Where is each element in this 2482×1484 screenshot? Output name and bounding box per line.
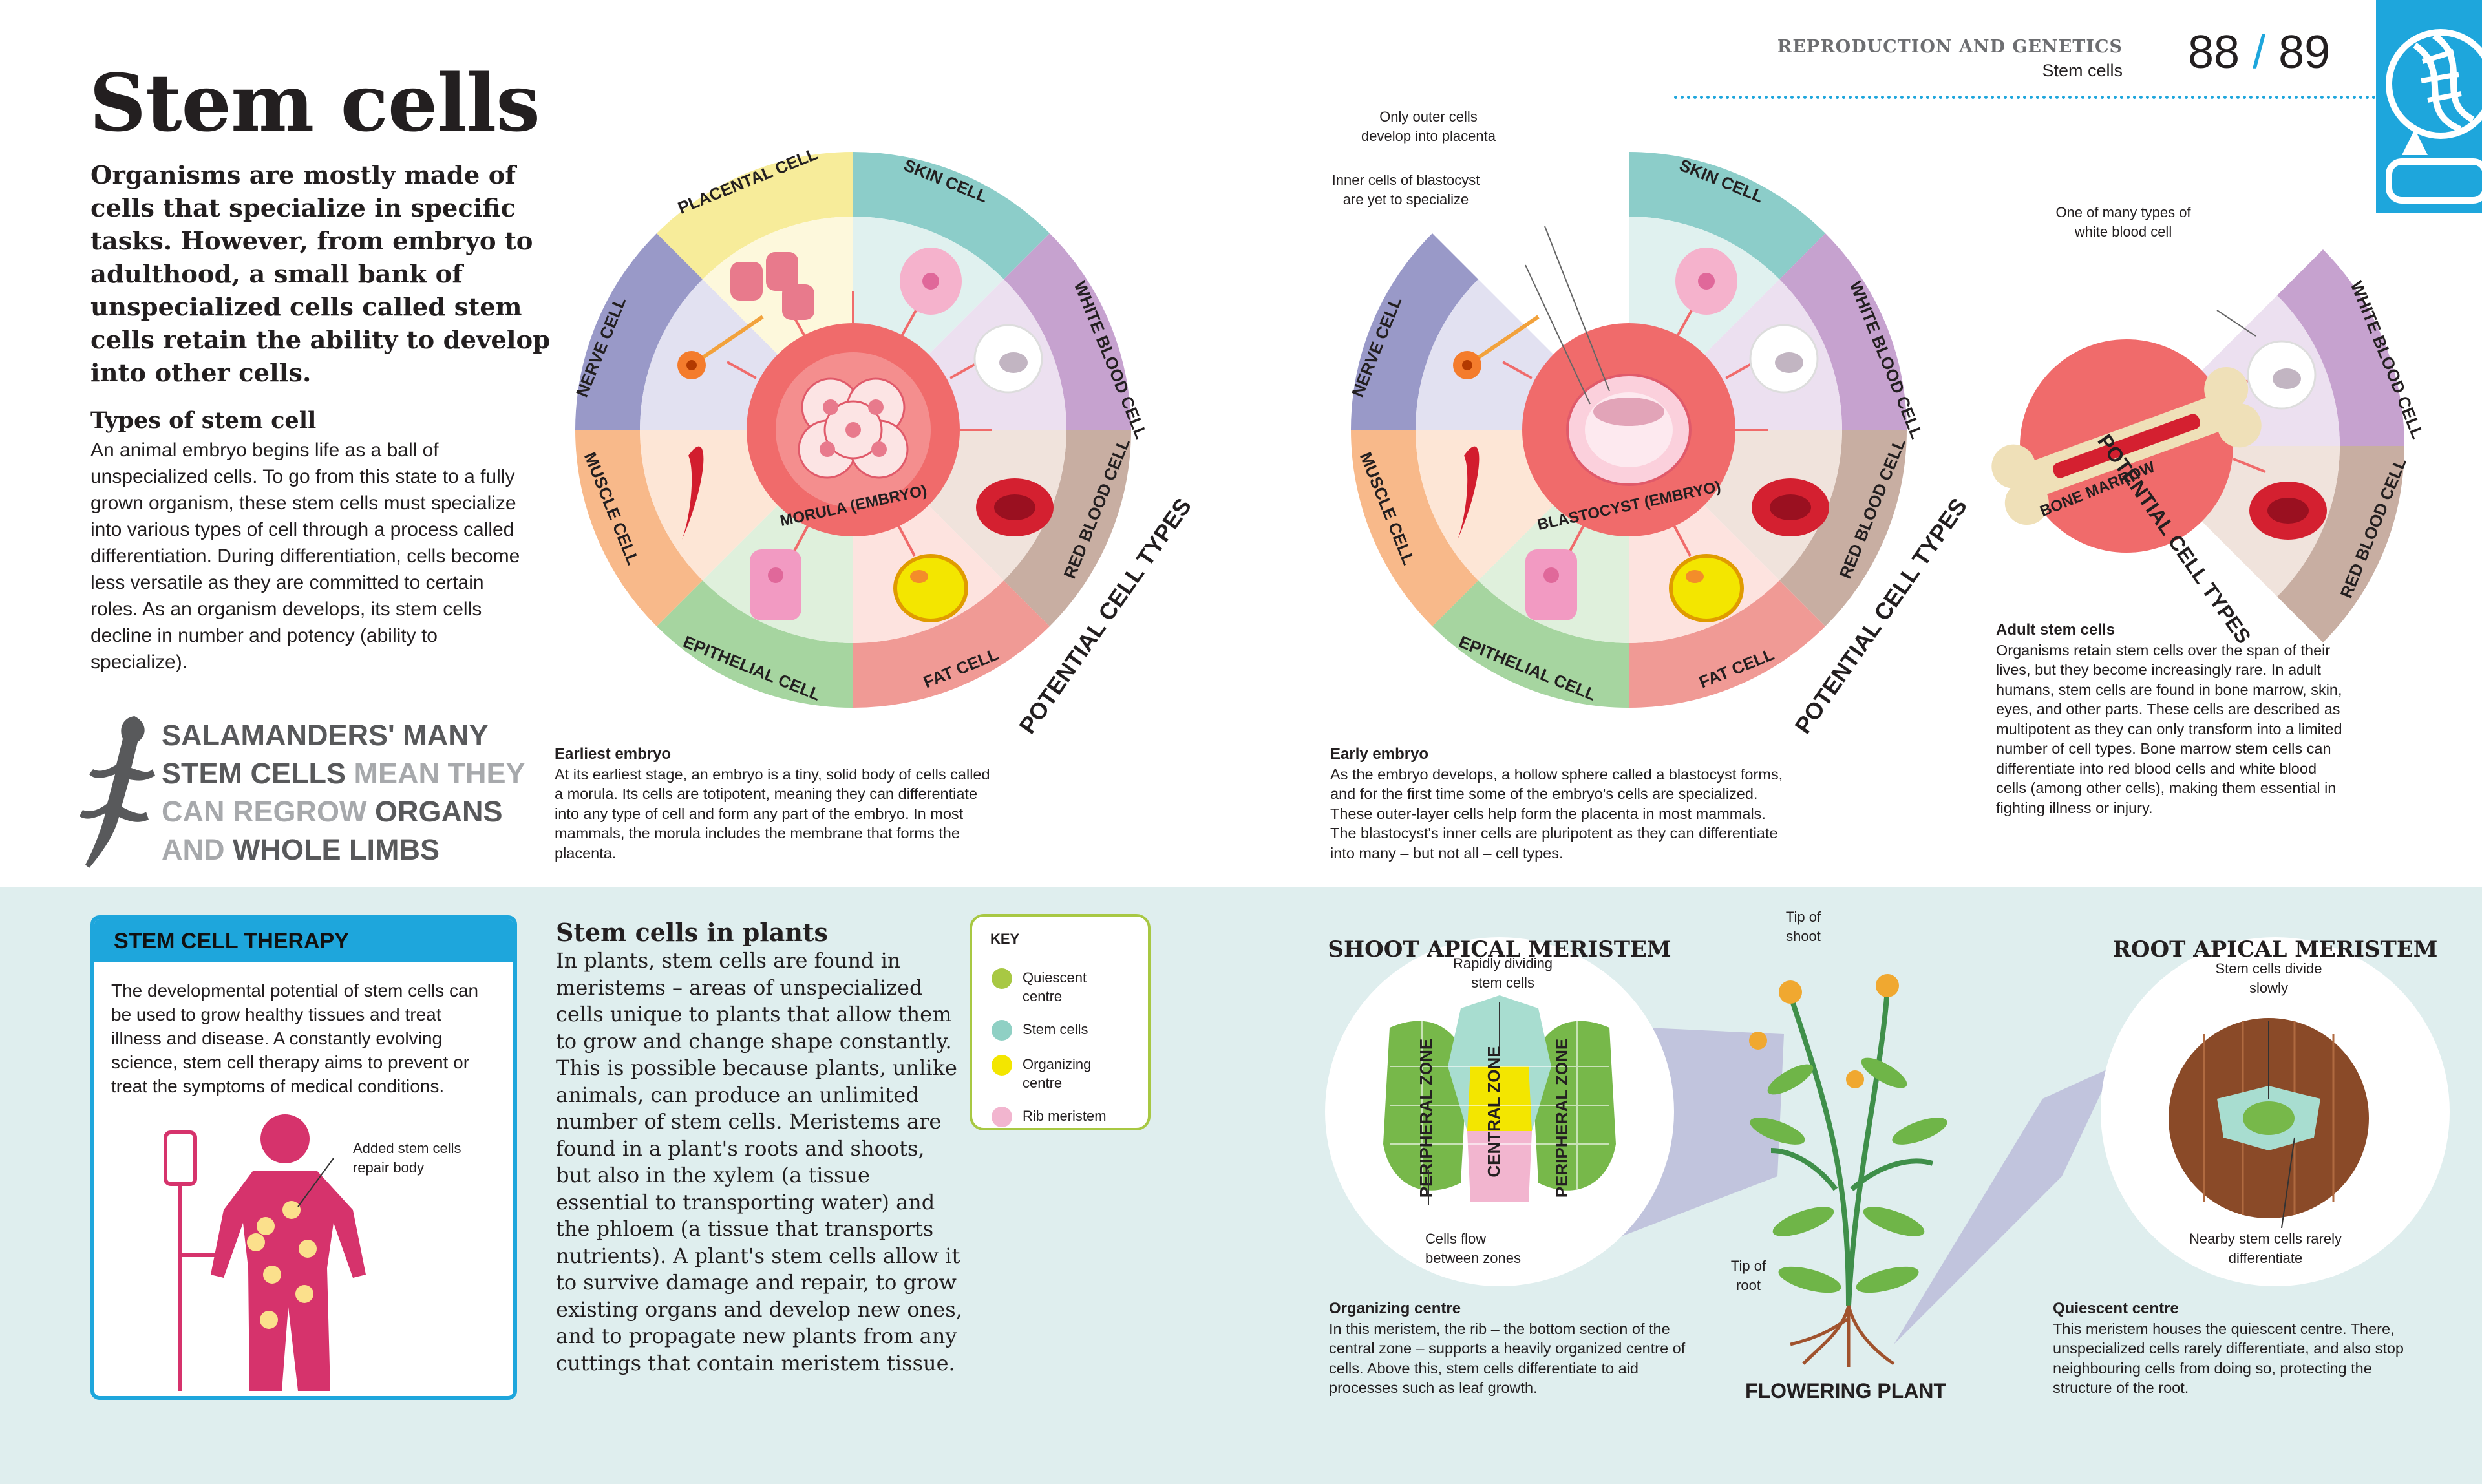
intro-paragraph: Organisms are mostly made of cells that … xyxy=(90,161,551,388)
swatch-organizing xyxy=(992,1055,1012,1076)
key-heading: KEY xyxy=(990,931,1020,947)
w1-muscle-rim xyxy=(575,430,703,626)
bone-icon xyxy=(1991,366,2262,525)
organizing-text: In this meristem, the rib – the bottom s… xyxy=(1329,1320,1686,1397)
therapy-panel: STEM CELL THERAPY The developmental pote… xyxy=(90,915,517,1400)
root-ann-bottom: Nearby stem cells rarely differentiate xyxy=(2189,1231,2342,1266)
adult-caption: Adult stem cells Organisms retain stem c… xyxy=(1996,620,2345,818)
flowering-plant-label: FLOWERING PLANT xyxy=(1745,1379,1947,1403)
page-right: 89 xyxy=(2278,26,2331,78)
w1-nerve-rim xyxy=(575,233,703,430)
earliest-heading: Earliest embryo xyxy=(555,745,672,763)
muscle-cell-icon xyxy=(682,446,704,540)
root-meristem-diagram: ROOT APICAL MERISTEM xyxy=(1894,937,2450,1344)
blastocyst-wheel: SKIN CELL WHITE BLOOD CELL RED BLOOD CEL… xyxy=(1348,152,1972,739)
sal-line2a: STEM CELLS xyxy=(162,757,346,790)
w1-white-rim xyxy=(1004,233,1131,430)
sal-line4b: WHOLE LIMBS xyxy=(233,833,440,866)
sal-line1: SALAMANDERS' MANY xyxy=(162,719,489,752)
bone-marrow-wheel: WHITE BLOOD CELL RED BLOOD CELL BONE MAR… xyxy=(1991,249,2428,646)
quiescent-text: This meristem houses the quiescent centr… xyxy=(2053,1320,2404,1397)
section-subtitle: Stem cells xyxy=(2042,61,2123,80)
organizing-heading: Organizing centre xyxy=(1329,1300,1461,1317)
dna-icon xyxy=(2386,29,2482,204)
morula-wheel: SKIN CELL WHITE BLOOD CELL RED BLOOD CEL… xyxy=(572,144,1196,739)
early-heading: Early embryo xyxy=(1330,745,1429,763)
page-left: 88 xyxy=(2188,26,2240,78)
tip-root-label: Tip of root xyxy=(1730,1258,1766,1293)
plants-heading: Stem cells in plants xyxy=(556,918,828,947)
early-text: As the embryo develops, a hollow sphere … xyxy=(1330,765,1783,862)
types-body: An animal embryo begins life as a ball o… xyxy=(90,440,520,673)
shoot-title: SHOOT APICAL MERISTEM xyxy=(1328,937,1671,962)
swatch-rib xyxy=(992,1107,1012,1127)
blastocyst-icon xyxy=(1566,374,1692,486)
salamander-fact: SALAMANDERS' MANY STEM CELLS MEAN THEY C… xyxy=(162,716,549,869)
sal-line4a: AND xyxy=(162,833,233,866)
key-panel: KEY Quiescent centre Stem cells Organizi… xyxy=(970,914,1151,1130)
zone-center-label: CENTRAL ZONE xyxy=(1484,1046,1503,1177)
sal-line3b: ORGANS xyxy=(375,795,503,828)
zone-left-label: PERIPHERAL ZONE xyxy=(1416,1039,1436,1198)
zone-right-label: PERIPHERAL ZONE xyxy=(1552,1039,1571,1198)
quiescent-caption: Quiescent centre This meristem houses th… xyxy=(2053,1299,2415,1398)
chapter-tab xyxy=(2376,0,2482,213)
shoot-ann-top: Rapidly dividing stem cells xyxy=(1452,955,1553,991)
w1-fat-rim xyxy=(853,580,1050,708)
therapy-heading: STEM CELL THERAPY xyxy=(94,919,513,962)
quiescent-heading: Quiescent centre xyxy=(2053,1300,2179,1317)
red-blood-cell-icon xyxy=(976,478,1054,536)
page-separator: / xyxy=(2253,26,2266,78)
placental-cell-icon xyxy=(730,252,814,320)
adult-heading: Adult stem cells xyxy=(1996,621,2116,639)
swatch-quiescent xyxy=(992,968,1012,989)
section-title: REPRODUCTION AND GENETICS xyxy=(1777,37,2123,57)
w3-ann: One of many types of white blood cell xyxy=(2055,204,2191,240)
epithelial-cell-icon xyxy=(750,549,801,620)
w1-red-rim xyxy=(1004,430,1131,626)
page-numbers: 88 / 89 xyxy=(2188,26,2330,79)
key-item-organizing: Organizing centre xyxy=(992,1055,1126,1092)
shoot-ann-bottom: Cells flow between zones xyxy=(1425,1231,1521,1266)
sal-line3a: CAN REGROW xyxy=(162,795,375,828)
section-header: REPRODUCTION AND GENETICS Stem cells xyxy=(1777,35,2123,82)
key-item-stem: Stem cells xyxy=(992,1020,1088,1041)
flowering-plant-icon xyxy=(1749,974,1947,1367)
types-heading: Types of stem cell xyxy=(90,407,317,434)
header-dotted-rule xyxy=(1674,96,2376,99)
key-item-rib: Rib meristem xyxy=(992,1107,1107,1127)
root-ann-top: Stem cells divide slowly xyxy=(2215,960,2322,996)
therapy-body: The developmental potential of stem cell… xyxy=(111,980,479,1096)
plants-body: In plants, stem cells are found in meris… xyxy=(556,948,962,1375)
root-title: ROOT APICAL MERISTEM xyxy=(2113,937,2438,962)
morula-icon xyxy=(798,377,909,479)
earliest-text: At its earliest stage, an embryo is a ti… xyxy=(555,765,990,862)
fat-cell-icon xyxy=(893,554,968,622)
shoot-meristem-diagram: PERIPHERAL ZONE CENTRAL ZONE PERIPHERAL … xyxy=(1325,937,1784,1286)
swatch-stem xyxy=(992,1020,1012,1041)
earliest-caption: Earliest embryo At its earliest stage, a… xyxy=(555,745,994,863)
w1-skin-rim xyxy=(853,152,1050,279)
w2-ann-inner: Inner cells of blastocyst are yet to spe… xyxy=(1331,172,1480,207)
sal-line2b: MEAN THEY xyxy=(346,757,525,790)
w2-ann-outer: Only outer cells develop into placenta xyxy=(1361,109,1496,144)
w1-placental-rim xyxy=(657,152,853,279)
early-caption: Early embryo As the embryo develops, a h… xyxy=(1330,745,1796,863)
white-blood-cell-icon xyxy=(973,324,1043,394)
page-title: Stem cells xyxy=(89,56,540,149)
organizing-caption: Organizing centre In this meristem, the … xyxy=(1329,1299,1691,1398)
nerve-cell-icon xyxy=(677,315,764,379)
salamander-icon xyxy=(80,716,155,868)
human-body-icon xyxy=(164,1114,366,1391)
therapy-ann: Added stem cells repair body xyxy=(353,1140,461,1176)
key-item-quiescent: Quiescent centre xyxy=(992,968,1126,1006)
w1-epi-rim xyxy=(657,580,853,708)
adult-text: Organisms retain stem cells over the spa… xyxy=(1996,641,2342,816)
tip-shoot-label: Tip of shoot xyxy=(1785,909,1821,944)
